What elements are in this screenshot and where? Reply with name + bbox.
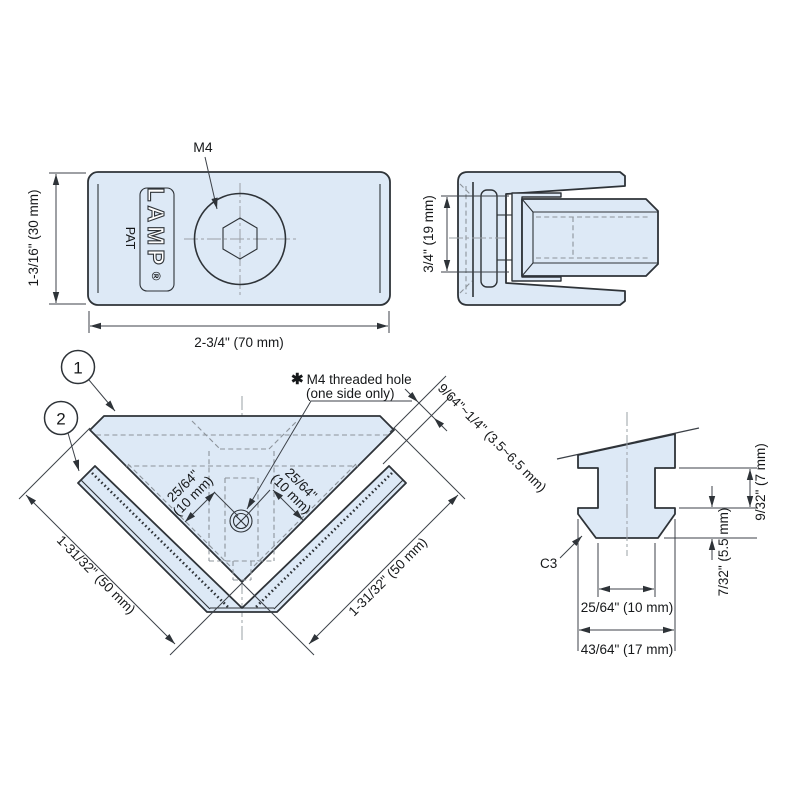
logo-plate — [139, 187, 175, 292]
m4-label: M4 — [193, 139, 213, 155]
chamfer-leader — [559, 535, 583, 559]
height-dim-label: 1-3/16" (30 mm) — [26, 189, 41, 286]
slot-width-label: 25/64" (10 mm) — [581, 600, 674, 615]
slot-width-dimension: 25/64" (10 mm) — [581, 543, 674, 615]
side-height-dim-label: 3/4" (19 mm) — [421, 195, 436, 273]
m4-threaded-hole-note: ✱M4 threaded hole (one side only) — [246, 371, 412, 510]
hidden-edges-corner — [96, 420, 388, 581]
callout-2-leader — [67, 432, 80, 472]
callout-1: 1 — [60, 349, 116, 412]
patent-label: PAT — [123, 227, 137, 250]
corner-bracket — [89, 415, 395, 583]
brand-logo: LAMP® — [143, 187, 169, 284]
hidden-edges-block — [536, 216, 650, 259]
socket-centerlines — [184, 183, 296, 295]
arm-length-left-label: 1-31/32" (50 mm) — [54, 533, 139, 618]
hex-socket — [222, 217, 258, 260]
callout-1-circle — [60, 349, 96, 385]
overall-width-dimension: 43/64" (17 mm) — [577, 519, 676, 657]
chamfer-callout: C3 — [540, 535, 583, 571]
panel-gap-dimension: 9/64"~1/4" (3.5~6.5 mm) — [382, 375, 549, 495]
width-dimension: 2-3/4" (70 mm) — [88, 311, 390, 350]
section-view: C3 9/32" (7 mm) 7/32" (5.5 mm) 25/64" (1… — [540, 412, 768, 657]
height-dimension: 1-3/16" (30 mm) — [26, 172, 86, 305]
clamp-block — [521, 198, 659, 277]
foot-height-label: 7/32" (5.5 mm) — [716, 508, 731, 597]
note-line2: (one side only) — [306, 386, 395, 401]
glass-edge-lines — [97, 184, 381, 293]
m4-leader — [204, 156, 218, 210]
flange-height-dimension: 9/32" (7 mm) — [679, 443, 768, 521]
overall-width-label: 43/64" (17 mm) — [581, 642, 674, 657]
note-leader — [246, 400, 412, 510]
callout-1-leader — [88, 379, 116, 412]
flange-height-label: 9/32" (7 mm) — [753, 443, 768, 521]
hidden-edges-shell — [459, 183, 473, 294]
callout-2-circle — [43, 400, 79, 436]
socket-circle — [193, 192, 287, 286]
side-view: 3/4" (19 mm) — [421, 171, 659, 306]
callout-1-number: 1 — [73, 359, 82, 378]
foot-height-dimension: 7/32" (5.5 mm) — [664, 486, 757, 596]
top-view: LAMP® PAT M4 1-3/16" (30 mm) 2-3/4" (70 … — [26, 139, 391, 350]
threaded-hole — [229, 509, 253, 533]
chamfer-label: C3 — [540, 556, 557, 571]
panel-gap-label: 9/64"~1/4" (3.5~6.5 mm) — [435, 381, 549, 495]
side-height-dimension: 3/4" (19 mm) — [421, 195, 509, 273]
arm-length-right-label: 1-31/32" (50 mm) — [346, 535, 431, 620]
width-dim-label: 2-3/4" (70 mm) — [194, 335, 284, 350]
plate-boss-lines — [497, 214, 513, 261]
block-face-edges — [521, 198, 658, 277]
corner-view: 1 2 ✱M4 threaded hole (one side only) 25… — [18, 349, 549, 656]
note-line1: ✱M4 threaded hole — [291, 371, 412, 388]
callout-2-number: 2 — [56, 410, 65, 429]
callout-2: 2 — [43, 400, 80, 472]
